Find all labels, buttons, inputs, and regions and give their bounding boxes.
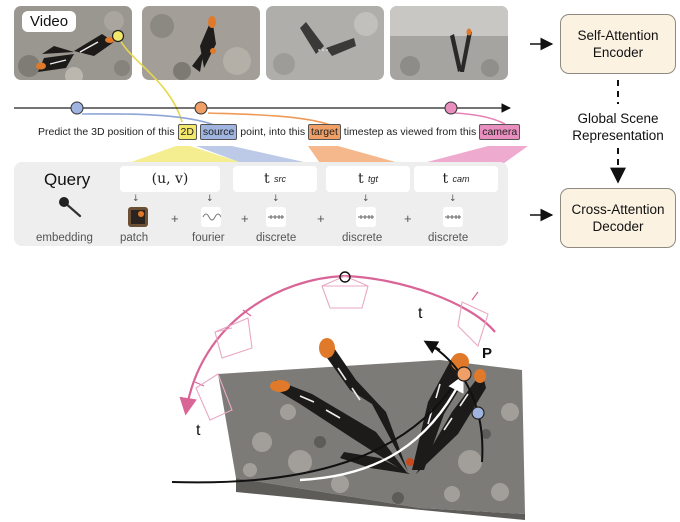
scene-line-2: Representation: [572, 128, 664, 143]
arrow-icon: ↓: [272, 194, 280, 204]
tag-2d: 2D: [177, 124, 197, 140]
discrete-label: discrete: [428, 232, 469, 244]
encoder-line-1: Self-Attention: [577, 28, 659, 43]
ticks-icon: [266, 207, 286, 227]
query-title: Query: [44, 170, 91, 189]
camera-time-point: [444, 101, 458, 115]
source-point: [471, 406, 485, 420]
ticks-icon: [356, 207, 376, 227]
arrow-icon: ↓: [206, 194, 214, 204]
patch-icon: [128, 207, 148, 227]
embedding-label: embedding: [36, 232, 93, 244]
decoder-line-1: Cross-Attention: [571, 202, 665, 217]
prompt-sentence: Predict the 3D position of this 2D sourc…: [38, 124, 521, 140]
discrete-label: discrete: [342, 232, 383, 244]
cross-attention-decoder-box: Cross-Attention Decoder: [560, 188, 676, 248]
tag-source: source: [199, 124, 238, 140]
wave-icon: [201, 207, 222, 227]
scene-3d-illustration: [171, 271, 525, 520]
sentence-part-1: Predict the 3D position of this: [38, 126, 175, 138]
plus-sign: +: [171, 211, 179, 226]
token-t-tgt: t tgt: [326, 166, 410, 192]
target-time-point: [194, 101, 208, 115]
token-t-cam: t cam: [414, 166, 498, 192]
butterfly-frame-image: [142, 6, 260, 80]
arrow-icon: ↓: [449, 194, 457, 204]
encoder-line-2: Encoder: [592, 45, 644, 60]
video-frame-4: [390, 6, 508, 80]
video-frame-3: [266, 6, 384, 80]
timeline-diagram: [14, 29, 626, 222]
current-camera-marker: [339, 271, 351, 283]
fourier-label: fourier: [192, 232, 225, 244]
plus-sign: +: [241, 211, 249, 226]
pin-icon: [59, 197, 82, 218]
ticks-icon: [443, 207, 463, 227]
arrow-icon: ↓: [132, 194, 140, 204]
source-time-point: [70, 101, 84, 115]
arrow-icon: ↓: [362, 194, 370, 204]
point-p-label: P: [482, 345, 493, 362]
token-uv: (u, v): [120, 166, 220, 192]
self-attention-encoder-box: Self-Attention Encoder: [560, 14, 676, 74]
scene-line-1: Global Scene: [577, 111, 659, 126]
tag-camera: camera: [479, 124, 521, 140]
camera-time-label: t: [196, 422, 201, 439]
video-label: Video: [22, 11, 77, 32]
sentence-part-3: timestep as viewed from this: [343, 126, 477, 138]
camera-trajectory-arc: [179, 274, 346, 416]
video-frame-2: [142, 6, 260, 80]
tag-target: target: [308, 124, 341, 140]
patch-label: patch: [120, 232, 149, 244]
token-t-src: t src: [233, 166, 317, 192]
camera-frustums: [195, 275, 489, 421]
decoder-line-2: Decoder: [592, 219, 644, 234]
butterfly-frame-image: [266, 6, 384, 80]
sentence-part-2: point, into this: [240, 126, 306, 138]
track-time-label: t: [418, 305, 423, 322]
butterfly-frame-image: [390, 6, 508, 80]
target-point-p: [456, 366, 472, 382]
plus-sign: +: [404, 211, 412, 226]
point-trajectory-arrow: [299, 374, 464, 482]
query-point: [111, 29, 125, 43]
discrete-label: discrete: [256, 232, 297, 244]
global-scene-representation: Global Scene Representation: [556, 110, 680, 144]
plus-sign: +: [317, 211, 325, 226]
